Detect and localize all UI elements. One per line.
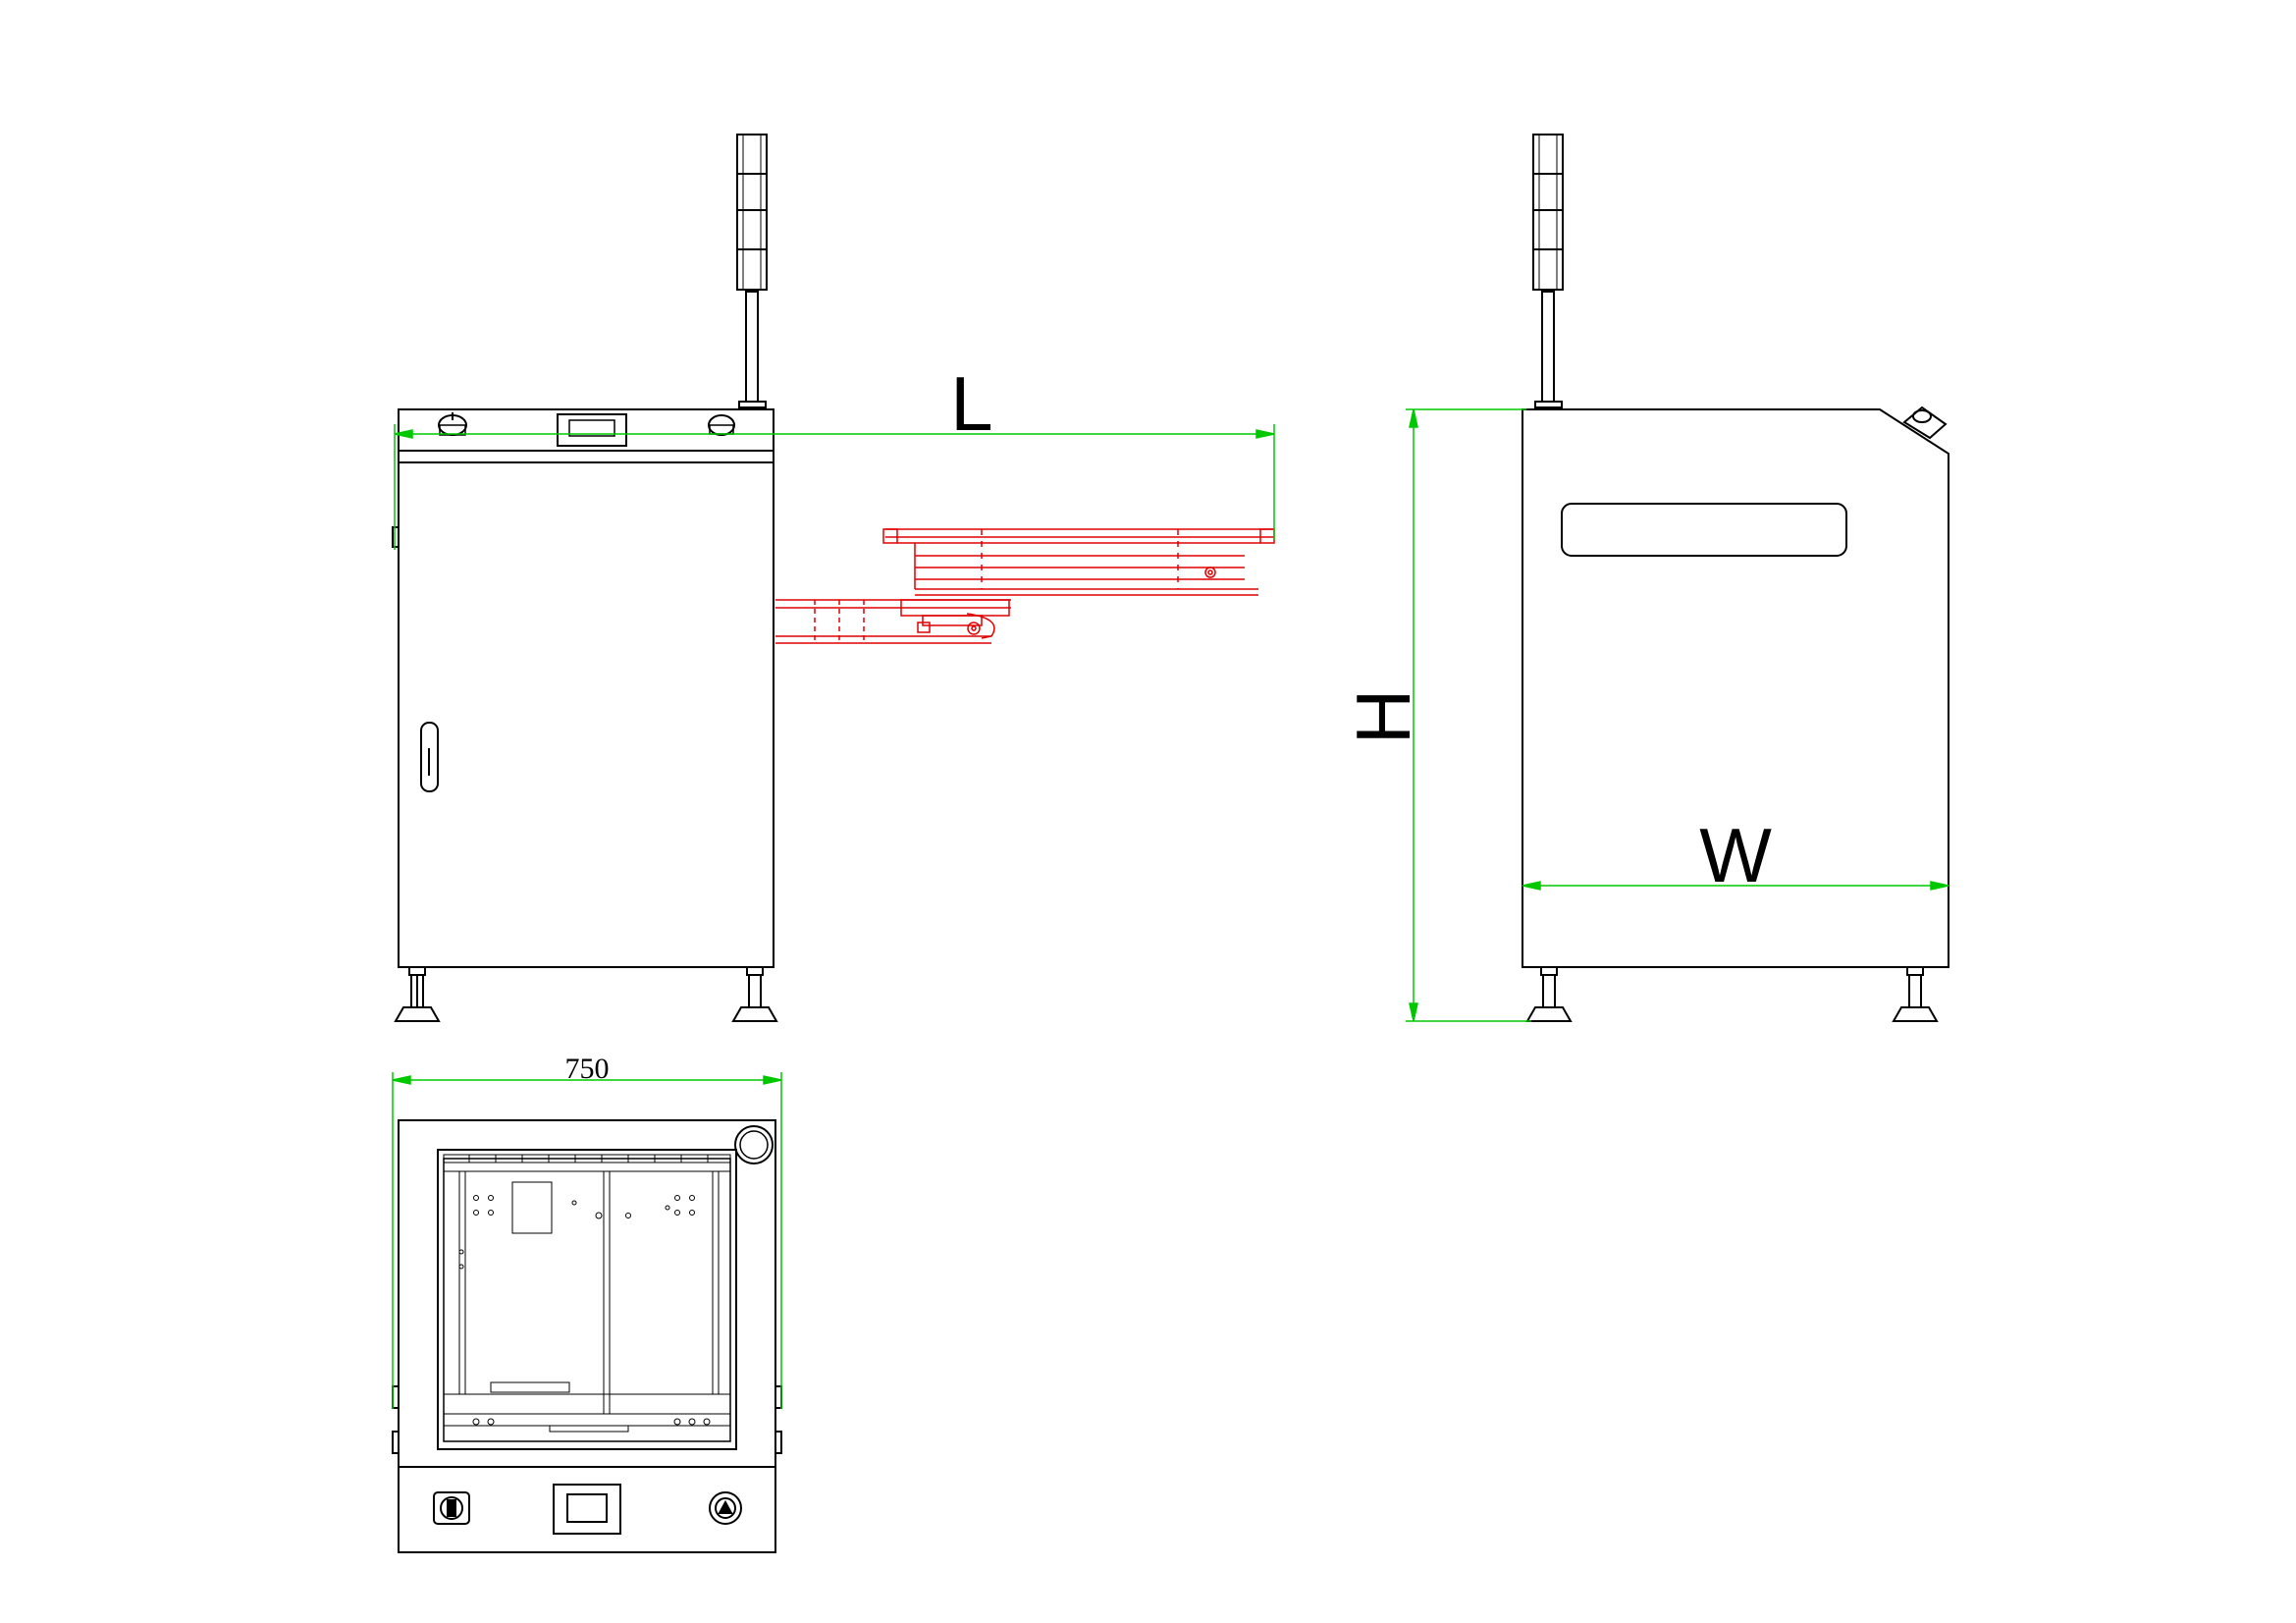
- front-signal-tower: [736, 134, 768, 408]
- front-door-handle: [420, 722, 439, 792]
- conveyor-section: [775, 528, 1275, 644]
- top-signal-tower-icon: [734, 1125, 774, 1164]
- top-view: [392, 1119, 782, 1553]
- front-cabinet-body: [398, 408, 774, 968]
- top-display-screen: [553, 1484, 621, 1535]
- dimension-l-label: L: [950, 360, 992, 447]
- dimension-h: [1406, 408, 1531, 1022]
- front-view: [392, 134, 778, 1022]
- side-cabinet-body: [1522, 408, 1949, 968]
- side-emergency-stop-icon: [1902, 406, 1948, 440]
- side-window: [1561, 503, 1847, 557]
- front-emergency-stop-icon: [438, 412, 467, 436]
- dimension-w-label: W: [1699, 812, 1772, 898]
- front-display-screen: [557, 413, 627, 447]
- top-internal-frame: [444, 1170, 730, 1433]
- dimension-l: [394, 424, 1275, 550]
- dimension-750: [392, 1072, 782, 1409]
- front-button-icon: [708, 414, 735, 436]
- side-view: [1522, 134, 1949, 1022]
- top-emergency-stop-icon: [433, 1491, 470, 1525]
- top-cabinet-outline: [398, 1119, 776, 1553]
- dimension-w: [1522, 881, 1949, 891]
- side-signal-tower: [1532, 134, 1564, 408]
- top-button-icon: [709, 1491, 742, 1525]
- side-leveling-feet: [1525, 966, 1939, 1022]
- dimension-750-label: 750: [565, 1053, 610, 1085]
- dimension-h-label: H: [1340, 689, 1426, 744]
- front-leveling-feet: [394, 966, 778, 1022]
- top-rail-segments: [443, 1154, 731, 1163]
- top-window: [437, 1149, 737, 1450]
